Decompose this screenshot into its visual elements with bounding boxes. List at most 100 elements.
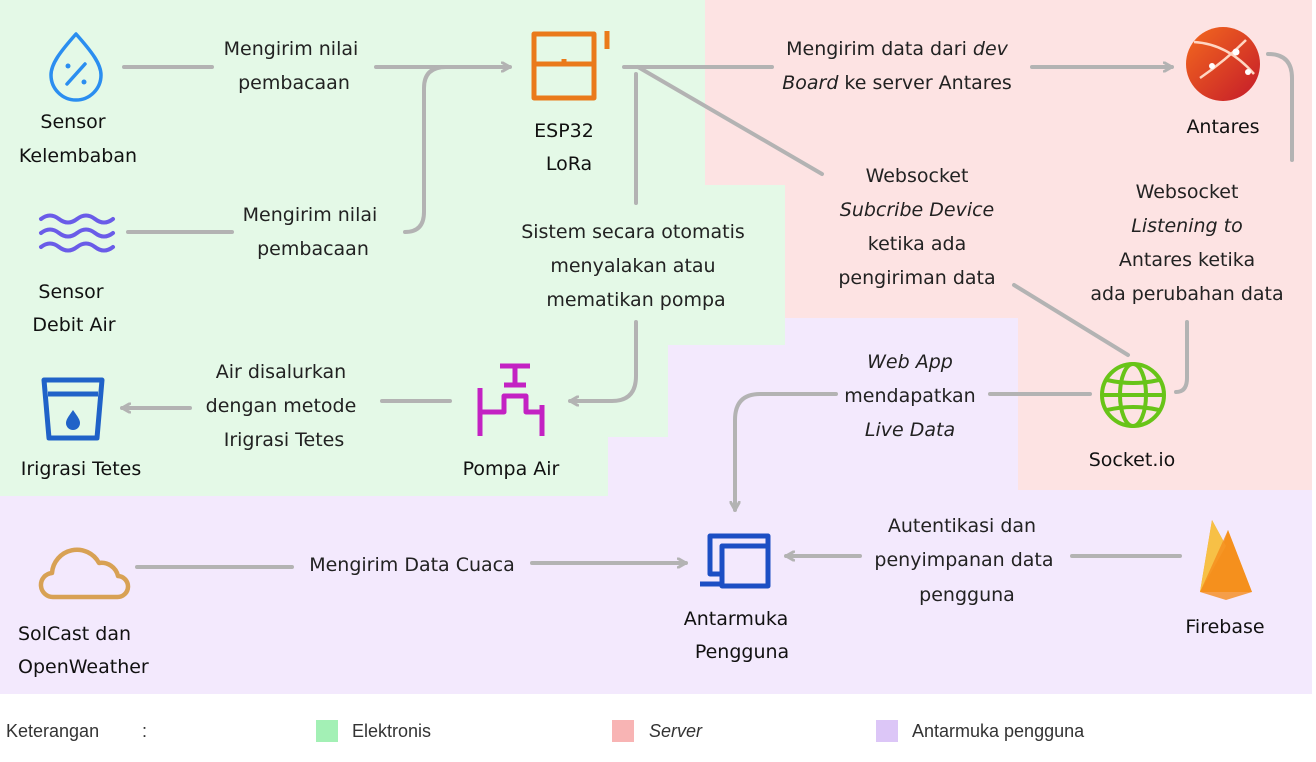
firebase-flame-icon	[1200, 520, 1252, 600]
water-waves-icon	[39, 213, 115, 253]
edge-label-debit-esp: Mengirim nilai pembacaan	[243, 204, 384, 260]
line-esp-socket-upper	[636, 65, 824, 176]
edge-line: Mengirim nilai	[224, 38, 359, 60]
arrow-esp-pompa-lower	[568, 320, 638, 401]
node-label-antares: Antares	[1186, 116, 1259, 138]
node-line: Sensor	[38, 281, 103, 303]
edge-line: pengguna	[919, 584, 1015, 606]
connectors	[122, 52, 1294, 567]
edge-line-segment: Websocket	[1136, 181, 1239, 203]
node-label-firebase: Firebase	[1185, 616, 1264, 638]
node-label-pompa: Pompa Air	[463, 458, 560, 480]
water-drop-percent-icon	[49, 32, 103, 102]
legend: Keterangan : Elektronis Server Antarmuka…	[6, 720, 1085, 742]
arrow-socket-antarmuka	[735, 392, 1092, 510]
region-server	[705, 0, 1312, 490]
edge-line-segment: pengiriman data	[838, 267, 995, 289]
edge-line: Mengirim Data Cuaca	[309, 554, 515, 576]
region-antarmuka	[0, 318, 1312, 694]
node-label-esp32: ESP32 LoRa	[534, 120, 600, 175]
edge-line: pembacaan	[238, 72, 350, 94]
edge-line-segment: Web App	[867, 351, 953, 373]
node-line: ESP32	[534, 120, 594, 142]
edge-line: Autentikasi dan	[888, 515, 1036, 537]
region-elektronis-bg	[0, 0, 785, 496]
edge-line: pembacaan	[257, 238, 369, 260]
node-line: SolCast dan	[18, 623, 131, 645]
legend-swatch-server	[612, 720, 634, 742]
line-esp-socket-lower	[1012, 283, 1130, 357]
edge-label-pompa-irigrasi: Air disalurkan dengan metode Irigrasi Te…	[206, 361, 363, 451]
edge-label-firebase-antarmuka: Autentikasi dan penyimpanan data penggun…	[874, 515, 1059, 606]
node-label-socketio: Socket.io	[1089, 449, 1176, 471]
edge-line: dengan metode	[206, 395, 357, 417]
legend-title: Keterangan	[6, 721, 99, 741]
edge-line-segment: ke server Antares	[838, 72, 1011, 94]
arrow-debit-esp	[126, 65, 448, 234]
node-line: OpenWeather	[18, 656, 149, 678]
node-label-solcast: SolCast dan OpenWeather	[18, 623, 149, 678]
node-line: LoRa	[546, 153, 592, 175]
legend-swatch-elektronis	[316, 720, 338, 742]
edge-line-segment: Websocket	[866, 165, 969, 187]
region-server-bg	[705, 0, 1312, 490]
edge-line: Irigrasi Tetes	[224, 429, 345, 451]
node-line: Pengguna	[695, 641, 789, 663]
edge-line-segment: mendapatkan	[844, 385, 975, 407]
node-label-irigrasi: Irigrasi Tetes	[21, 458, 142, 480]
edge-line: Mengirim nilai	[243, 204, 378, 226]
legend-colon: :	[142, 721, 147, 741]
water-glass-icon	[41, 377, 105, 441]
node-line: Socket.io	[1089, 449, 1176, 471]
node-line: Pompa Air	[463, 458, 560, 480]
node-line: Firebase	[1185, 616, 1264, 638]
arrow-pompa-irigrasi	[122, 401, 452, 408]
legend-label-antarmuka: Antarmuka pengguna	[912, 721, 1085, 741]
node-line: Antarmuka	[684, 608, 788, 630]
node-line: Sensor	[40, 111, 105, 133]
esp32-board-icon	[531, 31, 610, 101]
edge-line: penyimpanan data	[874, 549, 1053, 571]
legend-swatch-antarmuka	[876, 720, 898, 742]
arrow-solcast-antarmuka	[135, 563, 686, 567]
edge-line-segment: Listening to	[1131, 215, 1242, 237]
edge-line-segment: ada perubahan data	[1090, 283, 1283, 305]
edge-line: Sistem secara otomatis	[521, 221, 745, 243]
region-antarmuka-bg	[0, 318, 1312, 694]
edge-line-segment: dev	[973, 38, 1009, 60]
edge-line-segment: Live Data	[865, 419, 955, 441]
edge-line: mematikan pompa	[546, 289, 725, 311]
edge-label-kelembaban-esp: Mengirim nilai pembacaan	[224, 38, 365, 94]
node-label-sensor-debit: Sensor Debit Air	[32, 281, 115, 336]
antares-globe-icon	[1186, 27, 1260, 101]
legend-label-server: Server	[649, 721, 703, 741]
node-line: Antares	[1186, 116, 1259, 138]
edge-line-segment: Mengirim data dari	[786, 38, 973, 60]
edge-line: Air disalurkan	[216, 361, 347, 383]
edge-label-solcast-antarmuka: Mengirim Data Cuaca	[309, 554, 515, 576]
line-antares-socket-lower	[1174, 320, 1189, 394]
edge-label-esp-pompa: Sistem secara otomatis menyalakan atau m…	[521, 221, 751, 311]
node-line: Kelembaban	[19, 145, 137, 167]
edge-line-segment: Antares ketika	[1119, 249, 1255, 271]
edge-line-segment: ketika ada	[868, 233, 966, 255]
node-line: Irigrasi Tetes	[21, 458, 142, 480]
line-antares-socket-upper	[1266, 52, 1294, 162]
region-elektronis	[0, 0, 785, 496]
globe-icon	[1100, 362, 1166, 428]
edge-line: menyalakan atau	[550, 255, 715, 277]
node-line: Debit Air	[32, 314, 115, 336]
node-label-sensor-kelembaban: Sensor Kelembaban	[19, 111, 137, 167]
devices-icon	[700, 533, 771, 589]
edge-line-segment: Board	[782, 72, 839, 94]
legend-label-elektronis: Elektronis	[352, 721, 431, 741]
water-pump-icon	[477, 363, 545, 436]
node-label-antarmuka: Antarmuka Pengguna	[684, 608, 795, 663]
cloud-icon	[38, 547, 131, 600]
edge-line-segment: Subcribe Device	[840, 199, 994, 221]
